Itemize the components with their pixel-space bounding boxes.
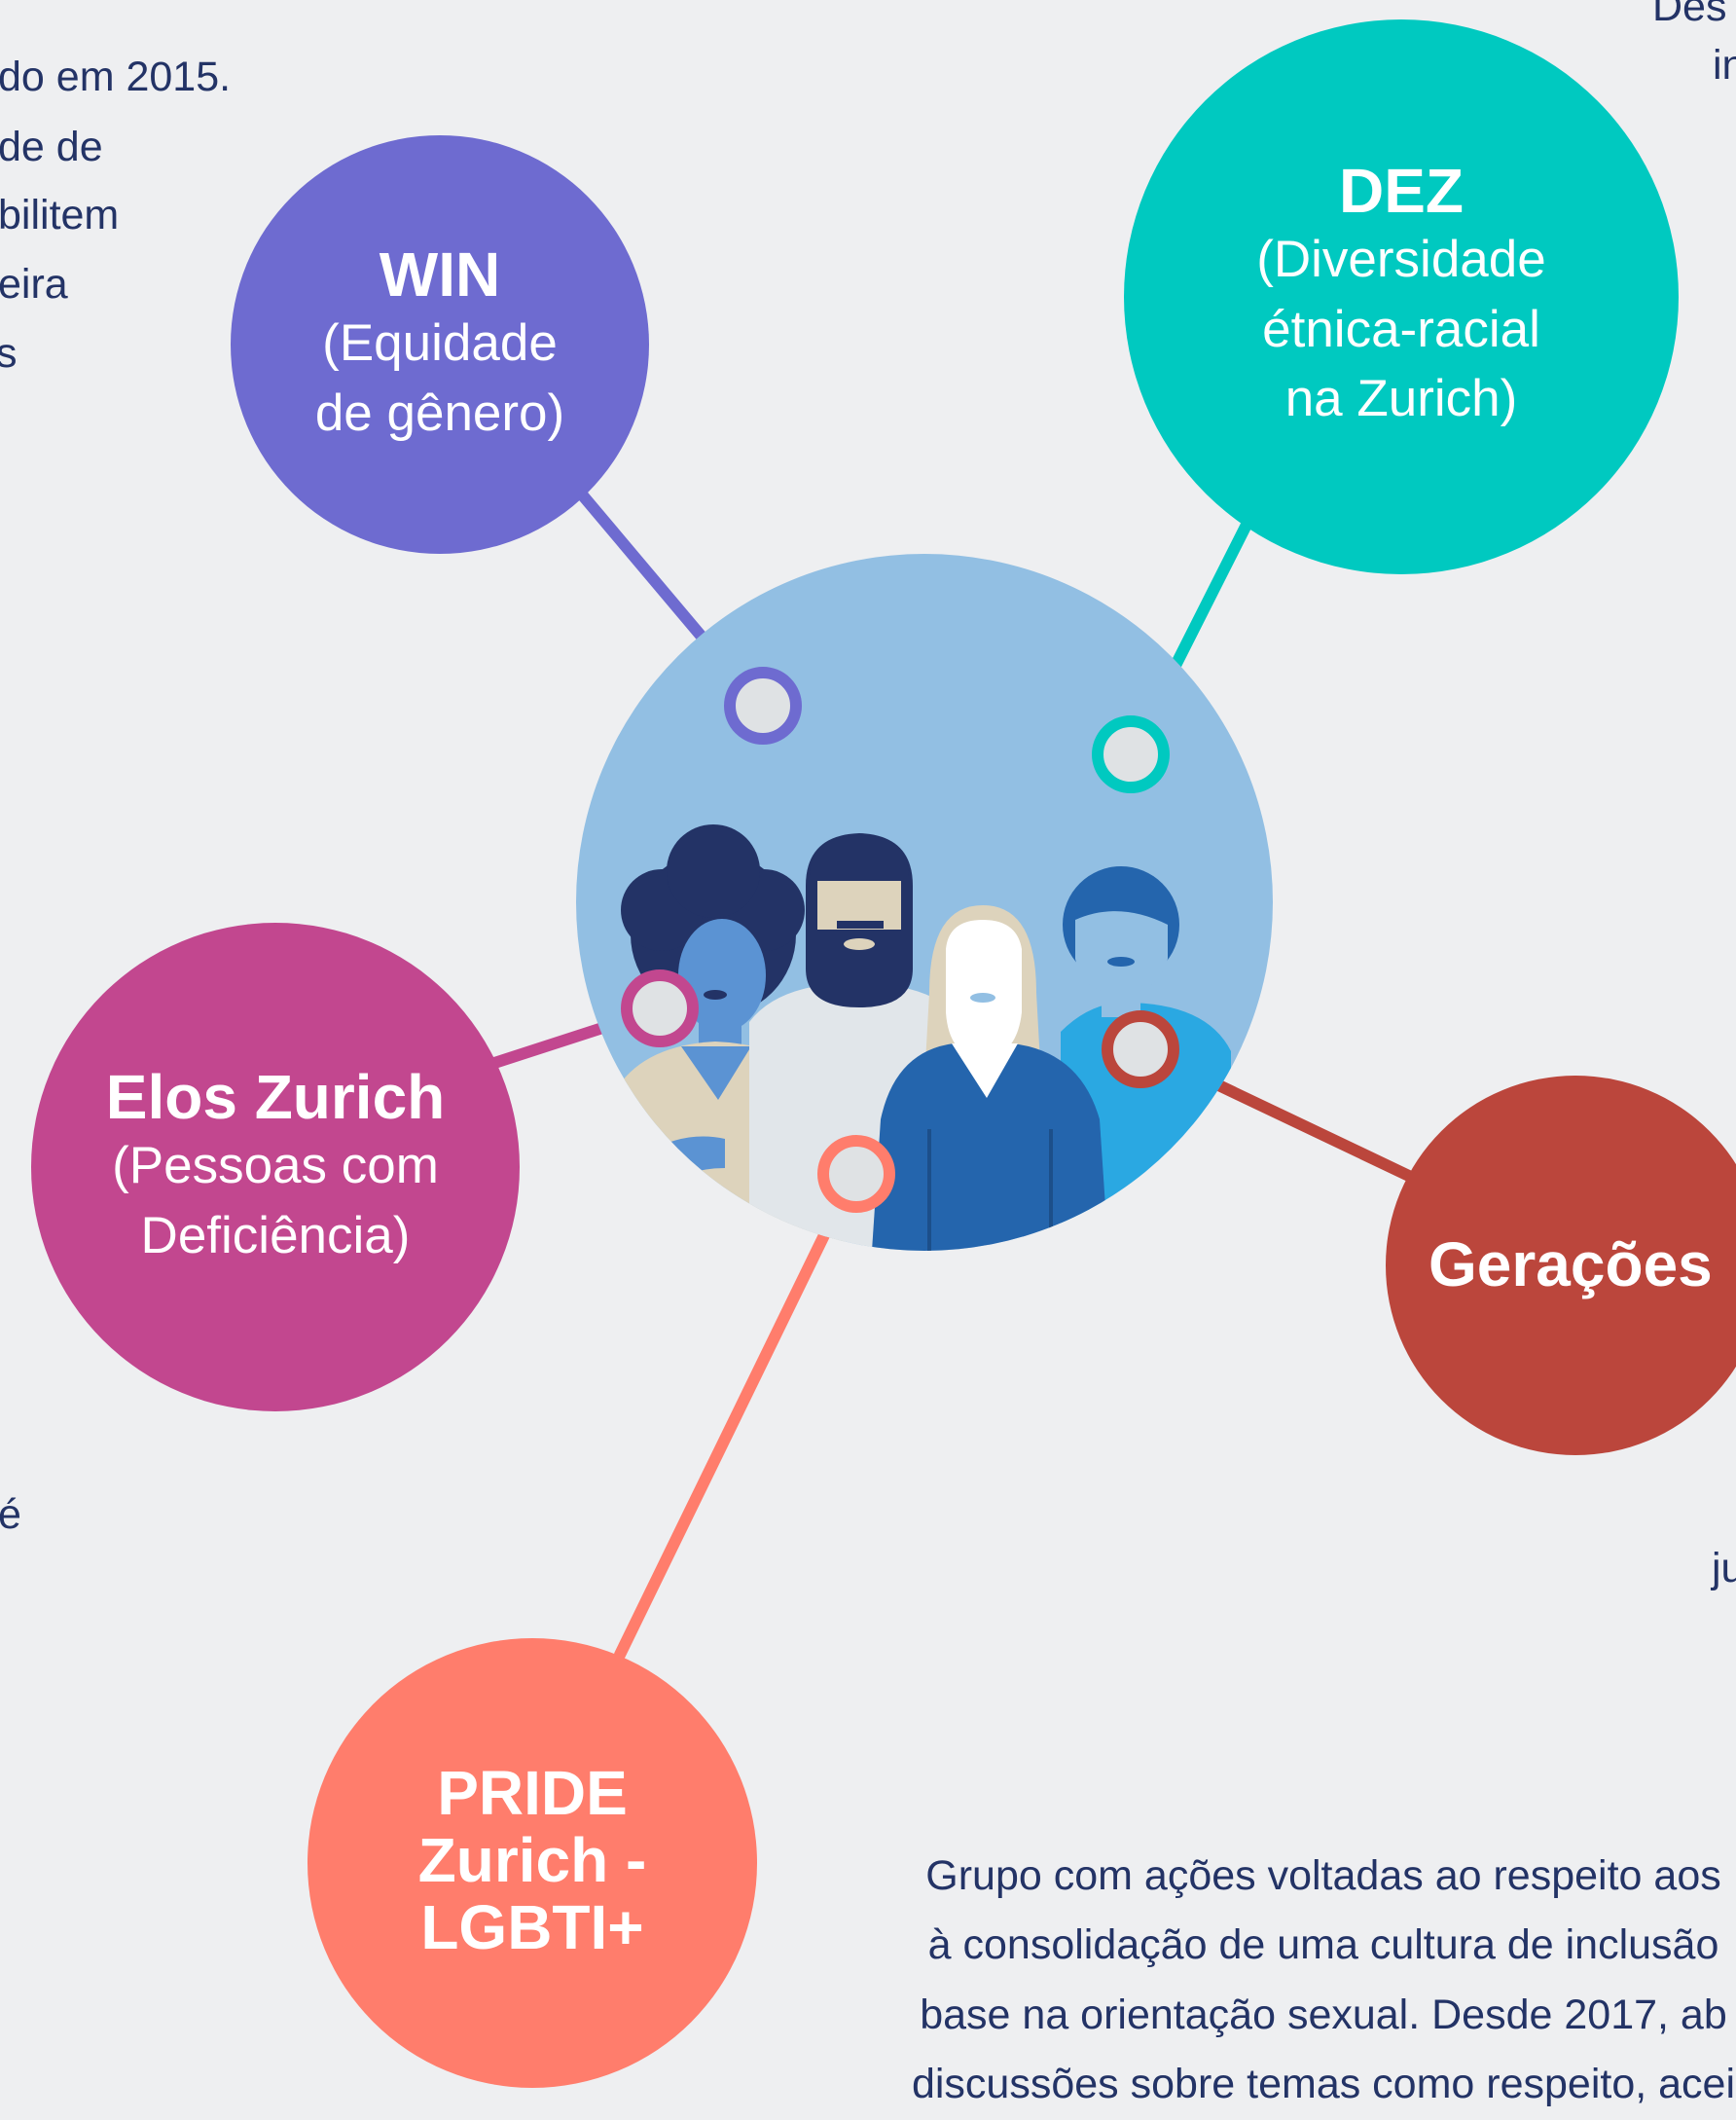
pride-title: Zurich - (417, 1825, 647, 1896)
right-text-fragment: ju (1712, 1545, 1736, 1591)
right-text-fragment: in (1713, 42, 1736, 89)
elos-subtitle: Deficiência) (140, 1206, 411, 1264)
geracoes-title: Gerações (1429, 1229, 1713, 1300)
dez-title: DEZ (1339, 156, 1464, 226)
pride-connector (614, 1191, 849, 1661)
geracoes-circle: Gerações (1386, 1076, 1736, 1455)
pride-title: PRIDE (437, 1758, 628, 1828)
diverse-people-group-illustration (576, 554, 1273, 1251)
win-pin-icon (724, 667, 802, 745)
pride-title: LGBTI+ (420, 1892, 644, 1963)
left-text-fragment: é (0, 1491, 21, 1538)
win-circle: WIN (Equidade de gênero) (231, 135, 649, 554)
elos-circle: Elos Zurich (Pessoas com Deficiência) (31, 923, 520, 1411)
left-text-fragment: s (0, 330, 18, 377)
win-subtitle: de gênero) (314, 384, 565, 442)
geracoes-pin-icon (1102, 1010, 1179, 1088)
dez-circle: DEZ (Diversidade étnica-racial na Zurich… (1124, 19, 1679, 574)
win-subtitle: (Equidade (322, 314, 558, 372)
dez-subtitle: na Zurich) (1284, 370, 1518, 428)
left-text-fragment: bilitem (0, 192, 120, 238)
left-text-fragment: do em 2015. (0, 54, 232, 100)
win-title: WIN (379, 238, 501, 310)
pride-description-line: discussões sobre temas como respeito, ac… (911, 2061, 1736, 2108)
pride-pin-icon (817, 1135, 895, 1213)
left-text-fragment: eira (0, 261, 68, 308)
dez-pin-icon (1092, 715, 1170, 793)
dez-subtitle: étnica-racial (1262, 300, 1540, 358)
pride-description-line: base na orientação sexual. Desde 2017, a… (920, 1991, 1727, 2038)
right-text-fragment: Des (1652, 0, 1727, 30)
elos-title: Elos Zurich (105, 1061, 446, 1132)
pride-circle: PRIDE Zurich - LGBTI+ (307, 1638, 757, 2088)
elos-subtitle: (Pessoas com (112, 1137, 439, 1194)
pride-description-line: Grupo com ações voltadas ao respeito aos (925, 1852, 1721, 1899)
dez-subtitle: (Diversidade (1256, 231, 1546, 289)
pride-description: Grupo com ações voltadas ao respeito aos… (778, 1842, 1736, 2120)
pride-description-line: à consolidação de uma cultura de inclusã… (927, 1921, 1719, 1969)
left-text-fragment: de de (0, 124, 103, 170)
elos-pin-icon (621, 969, 699, 1047)
